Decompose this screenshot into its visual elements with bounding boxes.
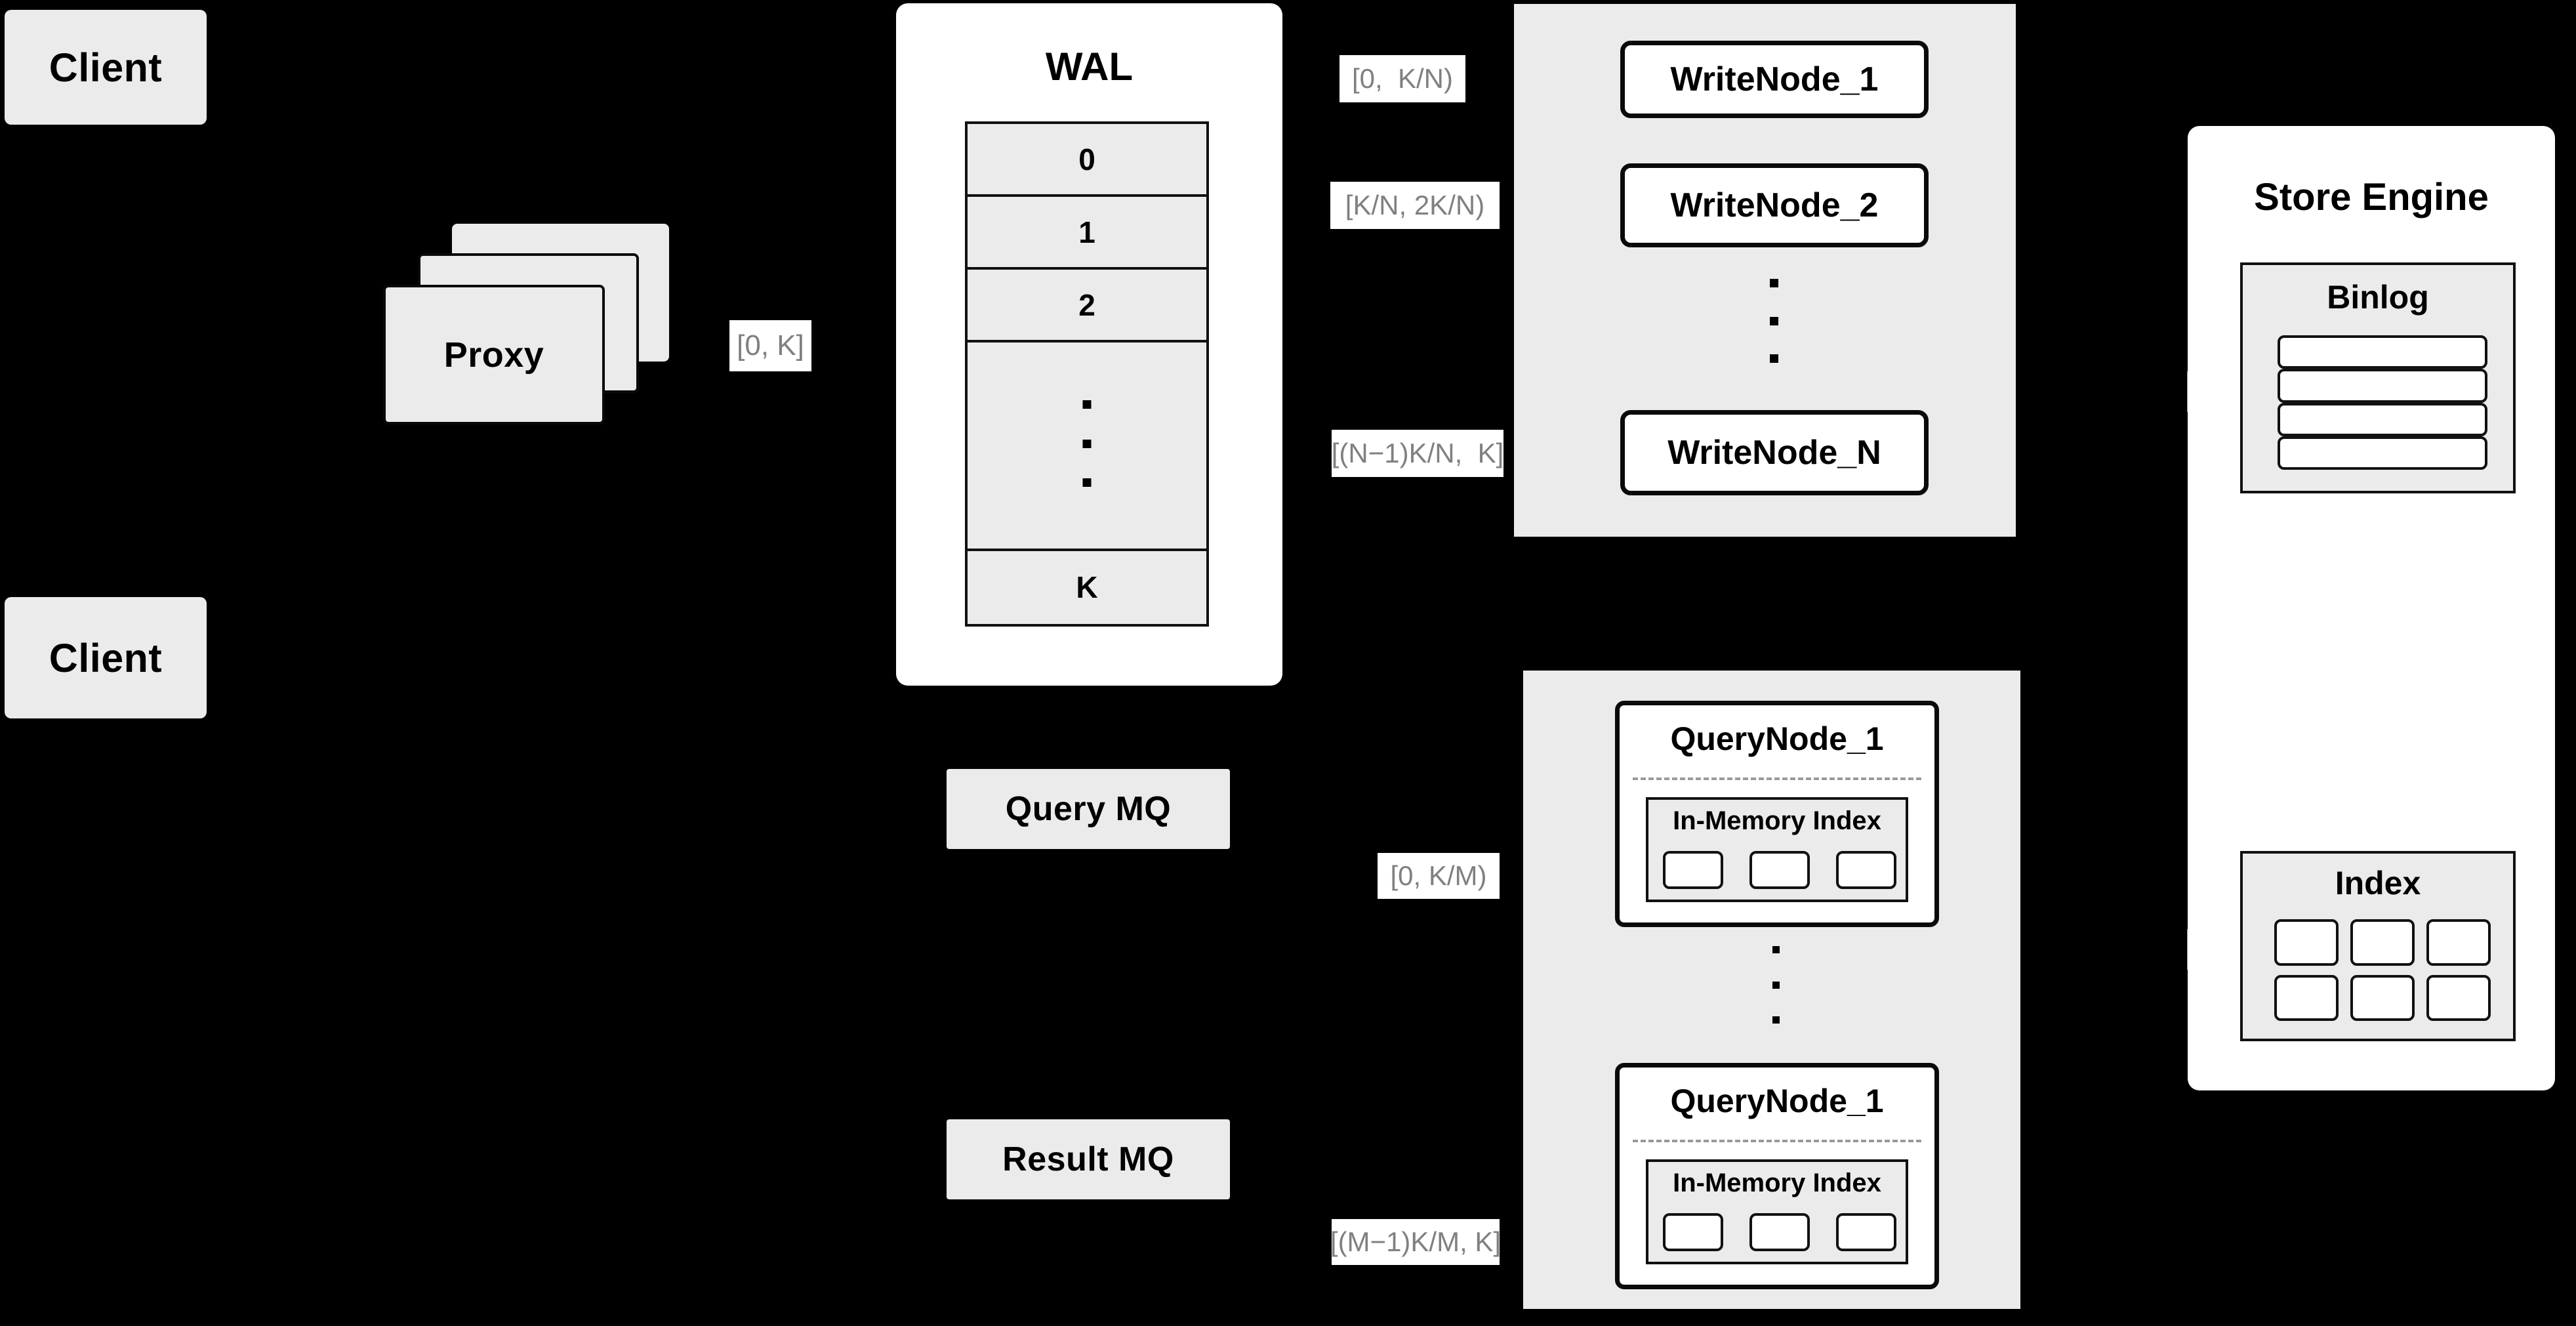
dot: [1770, 316, 1778, 325]
in-memory-index-cells: [1663, 1213, 1896, 1254]
edge-label-write-node-n: [(N−1)K/N, K]: [1332, 430, 1503, 477]
in-memory-index-panel-1: In-Memory Index: [1646, 797, 1908, 902]
wal-title: WAL: [1045, 45, 1134, 89]
query-node-vertical-dots: [1772, 946, 1780, 1024]
wal-panel: WAL 0 1 2 K: [896, 3, 1282, 686]
query-node-1-card[interactable]: QueryNode_1 In-Memory Index: [1615, 701, 1939, 927]
wal-row-label: 1: [1078, 215, 1095, 249]
dot: [1082, 400, 1092, 409]
wal-row: 1: [968, 197, 1206, 270]
binlog-row: [2278, 402, 2487, 436]
wal-row-label: 0: [1078, 142, 1095, 176]
index-cell: [2350, 919, 2415, 966]
wal-vertical-dots: [1082, 400, 1092, 487]
binlog-title: Binlog: [2327, 279, 2429, 316]
binlog-row: [2278, 335, 2487, 369]
in-memory-index-cells: [1663, 851, 1896, 892]
proxy-label: Proxy: [443, 335, 544, 375]
query-node-separator: [1633, 777, 1921, 780]
edge-label-text: [(N−1)K/N, K]: [1331, 438, 1504, 468]
index-cell: [1836, 1213, 1896, 1251]
index-cell: [2426, 919, 2491, 966]
in-memory-index-title: In-Memory Index: [1673, 806, 1881, 835]
index-panel: Index: [2240, 851, 2516, 1041]
binlog-row: [2278, 369, 2487, 403]
edge-label-query-node-1: [0, K/M): [1378, 853, 1500, 899]
write-node-label: WriteNode_N: [1667, 434, 1881, 472]
query-node-title: QueryNode_1: [1670, 720, 1884, 757]
query-mq-label: Query MQ: [1005, 790, 1172, 828]
write-node-label: WriteNode_2: [1670, 186, 1879, 224]
result-mq-label: Result MQ: [1002, 1140, 1174, 1178]
wal-row-ellipsis: [968, 342, 1206, 551]
binlog-row: [2278, 436, 2487, 470]
binlog-rows: [2278, 335, 2487, 470]
query-node-title: QueryNode_1: [1670, 1083, 1884, 1119]
index-cell-grid: [2274, 919, 2491, 1021]
index-cell: [1663, 851, 1723, 889]
query-node-m-card[interactable]: QueryNode_1 In-Memory Index: [1615, 1063, 1939, 1289]
in-memory-index-panel-2: In-Memory Index: [1646, 1159, 1908, 1264]
index-cell: [1749, 1213, 1810, 1251]
wal-row: K: [968, 551, 1206, 624]
write-node-label: WriteNode_1: [1670, 60, 1879, 98]
dot: [1772, 981, 1780, 989]
edge-label-text: [(M−1)K/M, K]: [1330, 1226, 1502, 1257]
dot: [1770, 354, 1778, 363]
index-cell: [2274, 919, 2339, 966]
index-cell: [2426, 974, 2491, 1021]
query-node-separator: [1633, 1140, 1921, 1142]
store-engine-title: Store Engine: [2254, 176, 2489, 218]
in-memory-index-title: In-Memory Index: [1673, 1169, 1881, 1197]
edge-label-text: [0, K/M): [1390, 860, 1487, 891]
index-cell: [1836, 851, 1896, 889]
result-mq-box[interactable]: Result MQ: [947, 1119, 1230, 1199]
wal-table: 0 1 2 K: [965, 121, 1209, 627]
proxy-stack[interactable]: Proxy: [380, 217, 695, 433]
dot: [1772, 946, 1780, 953]
client-box-1[interactable]: Client: [5, 10, 207, 125]
edge-label-text: [0, K]: [737, 329, 804, 362]
wal-row-label: 2: [1078, 287, 1095, 322]
index-cell: [2350, 974, 2415, 1021]
index-title: Index: [2335, 865, 2421, 901]
dot: [1772, 1016, 1780, 1024]
wal-row-label: K: [1076, 570, 1098, 605]
wal-row: 2: [968, 270, 1206, 343]
client-label: Client: [49, 45, 163, 90]
edge-label-text: [K/N, 2K/N): [1345, 190, 1485, 220]
edge-label-write-node-2: [K/N, 2K/N): [1330, 182, 1500, 229]
write-node-1-card[interactable]: WriteNode_1: [1620, 41, 1929, 118]
index-cell: [2274, 974, 2339, 1021]
store-engine-panel: Store Engine Binlog Index: [2188, 126, 2555, 1090]
dot: [1082, 439, 1092, 448]
query-mq-box[interactable]: Query MQ: [947, 769, 1230, 849]
index-cell: [1663, 1213, 1723, 1251]
write-node-vertical-dots: [1770, 279, 1778, 363]
dot: [1770, 279, 1778, 287]
proxy-card-front[interactable]: Proxy: [383, 285, 605, 425]
write-node-2-card[interactable]: WriteNode_2: [1620, 163, 1929, 247]
edge-label-write-node-1: [0, K/N): [1339, 55, 1465, 102]
client-box-2[interactable]: Client: [5, 597, 207, 718]
edge-label-text: [0, K/N): [1351, 63, 1454, 94]
wal-row: 0: [968, 124, 1206, 197]
dot: [1082, 478, 1092, 487]
edge-label-query-node-m: [(M−1)K/M, K]: [1330, 1219, 1502, 1265]
index-cell: [1749, 851, 1810, 889]
write-node-n-card[interactable]: WriteNode_N: [1620, 410, 1929, 495]
edge-label-proxy-to-wal: [0, K]: [729, 320, 811, 371]
client-label: Client: [49, 635, 163, 680]
binlog-panel: Binlog: [2240, 262, 2516, 493]
